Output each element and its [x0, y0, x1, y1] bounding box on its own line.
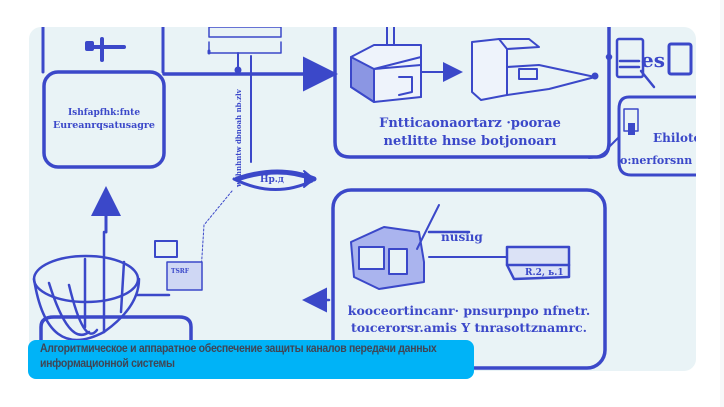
- page-scroll-edge: [720, 0, 724, 407]
- right-logo-text: es: [641, 48, 665, 72]
- right-process-box: [617, 95, 696, 177]
- top-device: [208, 27, 282, 38]
- figure-caption: Алгоритмическое и аппаратное обеспечение…: [28, 340, 474, 379]
- satellite-dish-icon: [32, 230, 178, 342]
- center-box-label-line1: Fntticaonaortarz ·poorae: [379, 116, 561, 131]
- plug-icon: [85, 37, 126, 62]
- monitor-icon: [605, 37, 656, 89]
- bottom-box-tag: nusiıg: [441, 230, 483, 244]
- network-device-icon: [471, 38, 596, 101]
- bottom-box-label-line1: kooceortincanr· pnsurpnpo nfnetr.: [348, 303, 590, 318]
- vertical-label: wdhnhntw dbnoah nb.zlv: [234, 88, 243, 188]
- caption-line-2: информационной системы: [40, 356, 175, 370]
- oval-label: Нр.д: [260, 175, 284, 185]
- left-box-label-line1: Ishfapfhk:fnte: [68, 108, 140, 118]
- server-cube-icon: [350, 27, 422, 103]
- bottom-box-small: R.2, ь.1: [525, 268, 564, 278]
- info-tag-label: TSRF: [171, 268, 190, 275]
- security-diagram-illustration: Ishfapfhk:fnte Eureanrqsatusagre wdhnhnt…: [32, 27, 696, 371]
- bottom-box-label-line2: toıcerorsr.amis Y tnrasottznamrc.: [351, 320, 587, 335]
- left-box-label-line2: Eureanrqsatusagre: [53, 120, 155, 131]
- right-box-label-line1: Ehilotc: [653, 131, 696, 145]
- left-process-box: [42, 70, 166, 169]
- caption-line-1: Алгоритмическое и аппаратное обеспечение…: [40, 341, 437, 355]
- building-icon: [350, 204, 518, 290]
- right-box-label-line2: o:nerforsnn: [620, 154, 692, 167]
- storage-box-icon: [505, 245, 571, 281]
- document-icon: [667, 42, 693, 76]
- center-box-label-line2: netlitte hnse botjonoarı: [384, 134, 557, 149]
- info-tag: [166, 261, 203, 291]
- figure-image-card[interactable]: Ishfapfhk:fnte Eureanrqsatusagre wdhnhnt…: [29, 27, 696, 371]
